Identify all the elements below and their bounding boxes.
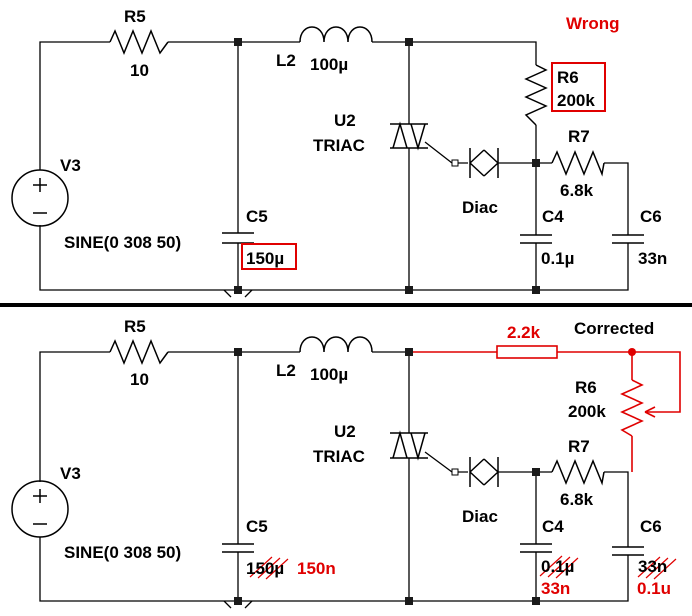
- top-triac: [390, 121, 428, 151]
- bottom-c6-capacitor: [612, 546, 644, 556]
- bottom-r5-name: R5: [124, 317, 146, 336]
- top-r7-name: R7: [568, 127, 590, 146]
- top-r5-name: R5: [124, 7, 146, 26]
- top-r6-highlight: [551, 62, 606, 112]
- bottom-c4-new-value: 33n: [541, 579, 570, 598]
- bottom-v3-spec: SINE(0 308 50): [64, 543, 181, 562]
- bottom-c5-new-value: 150n: [297, 559, 336, 578]
- top-status-label: Wrong: [566, 14, 620, 33]
- top-l2-name: L2: [276, 51, 296, 70]
- bottom-r7-name: R7: [568, 437, 590, 456]
- bottom-c6-old-value: 33n: [638, 557, 667, 576]
- bottom-r6-name: R6: [575, 378, 597, 397]
- bottom-circuit: 2.2k Corrected R5 10 L2 100µ U2 TRIAC R6…: [11, 317, 681, 609]
- top-r5-resistor: [109, 29, 169, 55]
- top-c6-name: C6: [640, 207, 662, 226]
- bottom-r7-resistor: [551, 459, 605, 486]
- top-c6-capacitor: [612, 234, 644, 244]
- bottom-r6-value: 200k: [568, 402, 606, 421]
- bottom-l2-inductor: [299, 336, 373, 353]
- top-circuit: Wrong R5 10 L2 100µ U2 TRIAC R6 200k R7 …: [11, 7, 667, 298]
- top-v3-source: [11, 169, 69, 227]
- bottom-c4-old-value: 0.1µ: [541, 557, 574, 576]
- top-c6-value: 33n: [638, 249, 667, 268]
- top-r7-resistor: [551, 150, 605, 177]
- bottom-v3-name: V3: [60, 464, 81, 483]
- top-l2-value: 100µ: [310, 55, 348, 74]
- top-diac: [451, 148, 499, 178]
- top-c4-name: C4: [542, 207, 564, 226]
- bottom-v3-source: [11, 480, 69, 538]
- top-c5-capacitor: [222, 232, 254, 244]
- top-v3-name: V3: [60, 156, 81, 175]
- bottom-strikethroughs: [249, 555, 677, 580]
- bottom-c6-new-value: 0.1u: [637, 579, 671, 598]
- top-c5-name: C5: [246, 207, 268, 226]
- bottom-wires: [39, 351, 629, 609]
- top-c5-value: 150µ: [246, 249, 284, 268]
- bottom-l2-name: L2: [276, 361, 296, 380]
- bottom-l2-value: 100µ: [310, 365, 348, 384]
- bottom-junctions: [234, 348, 540, 605]
- bottom-u2-name: U2: [334, 422, 356, 441]
- top-r5-value: 10: [130, 61, 149, 80]
- top-wires: [39, 41, 629, 298]
- bottom-added-resistor-value: 2.2k: [507, 323, 541, 342]
- top-l2-inductor: [299, 26, 373, 43]
- top-diac-label: Diac: [462, 198, 498, 217]
- bottom-r5-value: 10: [130, 370, 149, 389]
- bottom-status-label: Corrected: [574, 319, 654, 338]
- bottom-c5-name: C5: [246, 517, 268, 536]
- bottom-c4-capacitor: [520, 543, 552, 553]
- bottom-diac: [451, 457, 499, 487]
- bottom-c4-name: C4: [542, 517, 564, 536]
- top-r6-value: 200k: [557, 91, 595, 110]
- top-c5-highlight: [241, 243, 297, 270]
- top-r6-resistor: [524, 64, 548, 126]
- bottom-triac: [390, 430, 428, 461]
- top-u2-name: U2: [334, 111, 356, 130]
- top-u2-type: TRIAC: [313, 136, 365, 155]
- bottom-r5-resistor: [109, 339, 169, 365]
- bottom-u2-type: TRIAC: [313, 447, 365, 466]
- bottom-r7-value: 6.8k: [560, 490, 594, 509]
- top-v3-spec: SINE(0 308 50): [64, 233, 181, 252]
- top-r7-value: 6.8k: [560, 181, 594, 200]
- bottom-correction-wires: [409, 345, 681, 472]
- bottom-c6-name: C6: [640, 517, 662, 536]
- bottom-c5-capacitor: [222, 543, 254, 553]
- top-c4-value: 0.1µ: [541, 249, 574, 268]
- bottom-c5-old-value: 150µ: [246, 559, 284, 578]
- top-junctions: [234, 38, 540, 294]
- top-r6-name: R6: [557, 68, 579, 87]
- top-c4-capacitor: [520, 234, 552, 244]
- bottom-diac-label: Diac: [462, 507, 498, 526]
